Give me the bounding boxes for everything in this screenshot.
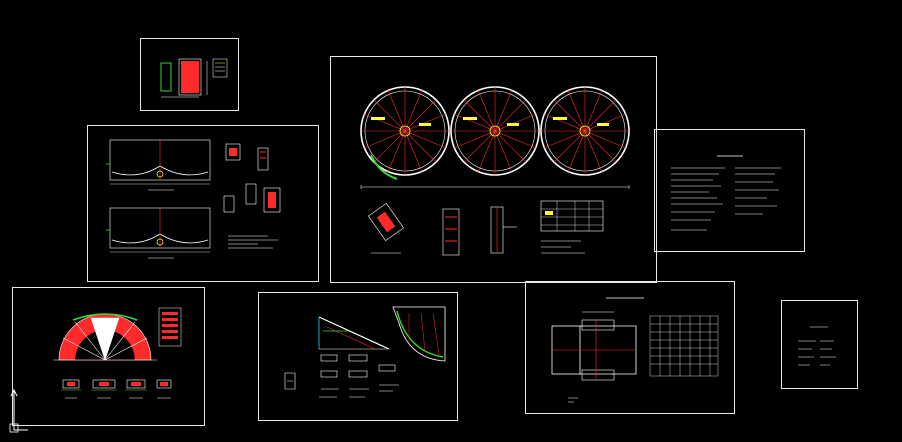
schedule-table (158, 307, 182, 347)
notes-drawing (671, 155, 781, 231)
tank-1 (360, 86, 450, 180)
sheet-pipe-table[interactable] (525, 281, 735, 414)
ucs-icon (6, 384, 30, 438)
sheet-plan-three-tanks[interactable] (330, 56, 657, 283)
plan-three-tanks-drawing (360, 86, 630, 256)
sheet-sector-plan[interactable] (12, 287, 205, 426)
sheet-notes[interactable] (654, 129, 805, 252)
sheet-detail-small[interactable] (140, 38, 239, 111)
sheet-section-elevation[interactable] (87, 125, 319, 282)
sheet-arc-detail[interactable] (258, 292, 458, 421)
legend-small-drawing (798, 326, 836, 366)
tank-2 (450, 86, 540, 176)
pipe-table-drawing (551, 297, 719, 403)
arc-detail-drawing (284, 306, 446, 398)
pipe-schedule-table (649, 315, 719, 377)
detail-small-drawing (160, 58, 228, 98)
tank-3 (540, 86, 630, 176)
section-elevation-drawing (106, 139, 281, 259)
sheet-legend-small[interactable] (781, 300, 858, 389)
yellow-labels (371, 117, 609, 126)
sector-plan-drawing (53, 307, 182, 399)
steel-table (540, 200, 604, 232)
detail-rotated (367, 202, 405, 254)
